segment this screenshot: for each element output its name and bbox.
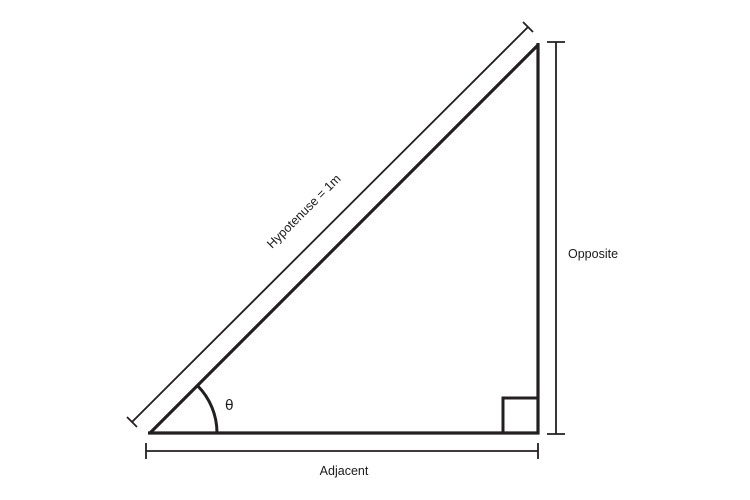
hypotenuse-cap-bottom [126, 416, 138, 428]
hypotenuse-label: Hypotenuse = 1m [264, 172, 343, 251]
triangle [148, 43, 540, 435]
angle-label: θ [225, 398, 234, 414]
right-angle-marker [501, 396, 538, 433]
adjacent-label: Adjacent [320, 464, 369, 478]
opposite-label: Opposite [568, 247, 618, 261]
hypotenuse-cap-top [522, 21, 534, 33]
adjacent-dimension-line [145, 443, 539, 459]
opposite-dimension-line [547, 41, 565, 435]
hypotenuse-side [148, 43, 540, 435]
angle-arc [196, 384, 219, 434]
hypotenuse-dimension-line [126, 21, 534, 428]
